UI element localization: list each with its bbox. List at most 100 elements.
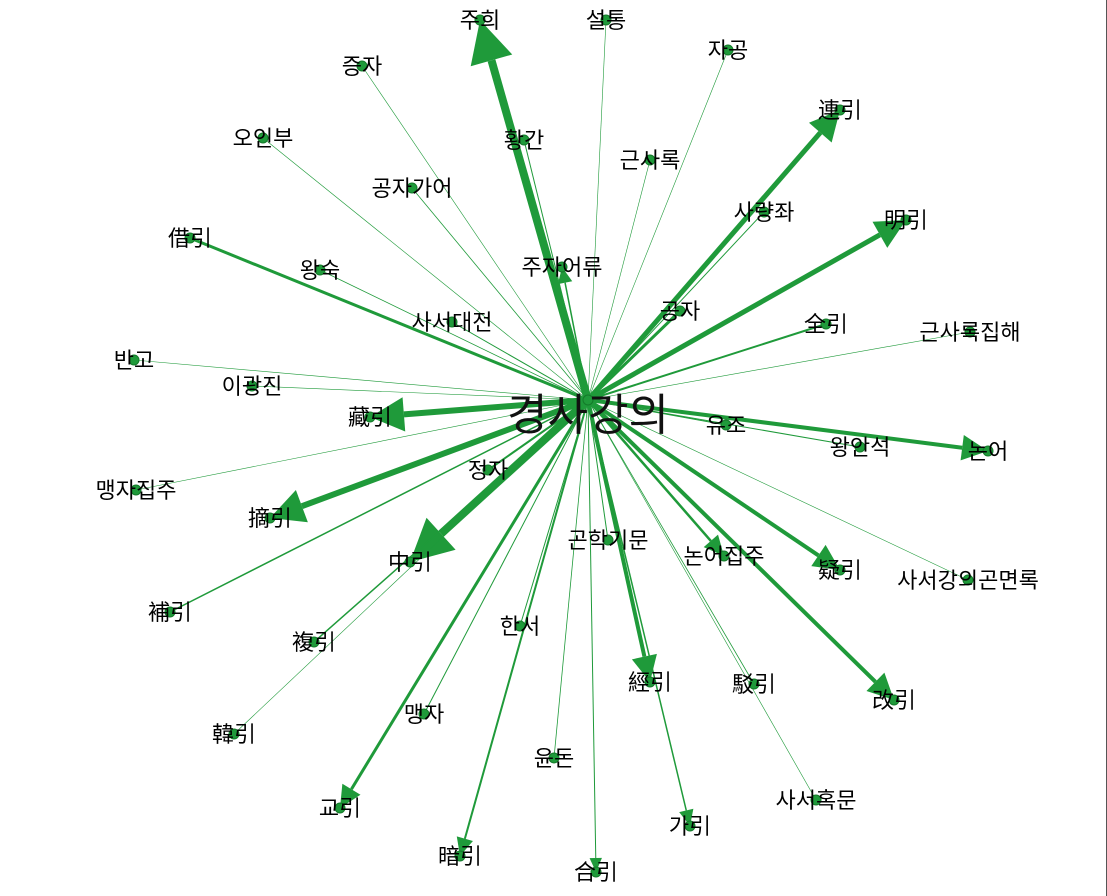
node-label-oinbu[interactable]: 오인부	[233, 127, 294, 152]
node-label-ga_in[interactable]: 가引	[669, 815, 711, 840]
edge-maengjajipju	[135, 399, 589, 491]
node-dot-gongja[interactable]	[674, 305, 686, 317]
node-dot-jang_in[interactable]	[364, 411, 376, 423]
node-dot-ga_in[interactable]	[684, 820, 696, 832]
node-label-myeong_in[interactable]: 明引	[884, 209, 928, 234]
node-label-jung_in[interactable]: 中引	[388, 551, 432, 576]
node-label-ui_in[interactable]: 疑引	[818, 559, 862, 584]
node-dot-jeon_in[interactable]	[820, 318, 832, 330]
node-dot-geunsarok[interactable]	[644, 154, 656, 166]
node-label-hwanggan[interactable]: 황간	[504, 129, 544, 154]
node-label-saseohongmun[interactable]: 사서혹문	[776, 789, 857, 814]
node-label-saryangjwa[interactable]: 사량좌	[734, 201, 795, 226]
node-dot-wangsuk[interactable]	[314, 264, 326, 276]
node-dot-bo_in[interactable]	[164, 606, 176, 618]
node-dot-bango[interactable]	[128, 354, 140, 366]
node-label-bak_in[interactable]: 駁引	[732, 673, 776, 698]
node-dot-oinbu[interactable]	[257, 132, 269, 144]
node-label-saseogangui[interactable]: 사서강의곤면록	[897, 569, 1039, 594]
node-dot-hanseo[interactable]	[514, 620, 526, 632]
node-dot-saryangjwa[interactable]	[758, 206, 770, 218]
node-label-noneo[interactable]: 논어	[968, 440, 1008, 465]
arrowhead-yeon_in	[808, 110, 840, 143]
node-dot-myeong_in[interactable]	[900, 214, 912, 226]
node-label-jeon_in[interactable]: 全引	[804, 313, 848, 338]
node-dot-hwanggan[interactable]	[518, 134, 530, 146]
node-dot-cha_in[interactable]	[184, 232, 196, 244]
node-dot-jeok_in[interactable]	[264, 512, 276, 524]
node-label-jeok_in[interactable]: 摘引	[248, 507, 292, 532]
node-dot-geunsarokjiphae[interactable]	[964, 326, 976, 338]
node-dot-maengjajipju[interactable]	[130, 484, 142, 496]
edge-saseodaejeon	[451, 321, 589, 401]
node-dot-yundon[interactable]	[548, 752, 560, 764]
node-dot-gae_in[interactable]	[888, 694, 900, 706]
node-label-gyo_in[interactable]: 교引	[319, 797, 361, 822]
node-dot-bak_in[interactable]	[748, 678, 760, 690]
node-label-noneojipju[interactable]: 논어집주	[684, 545, 765, 570]
node-label-maengja[interactable]: 맹자	[404, 703, 444, 728]
node-dot-noneo[interactable]	[982, 445, 994, 457]
edge-yeon_in	[586, 131, 823, 402]
node-dot-jung_in[interactable]	[404, 556, 416, 568]
node-label-yeon_in[interactable]: 連引	[818, 99, 862, 124]
node-label-hanseo[interactable]: 한서	[500, 615, 540, 640]
node-dot-ui_in[interactable]	[834, 564, 846, 576]
node-label-geunsarok[interactable]: 근사록	[620, 149, 681, 174]
node-label-han_in[interactable]: 韓引	[212, 723, 256, 748]
node-dot-saseohongmun[interactable]	[810, 794, 822, 806]
node-label-bango[interactable]: 반고	[114, 349, 154, 374]
edge-geunsarokjiphae	[587, 331, 971, 401]
node-label-juhui[interactable]: 주희	[460, 9, 500, 34]
node-label-igwangjin[interactable]: 이광진	[222, 375, 283, 400]
node-label-gongjagaeo[interactable]: 공자가어	[372, 177, 453, 202]
node-dot-gyo_in[interactable]	[334, 802, 346, 814]
node-dot-wanganseok[interactable]	[854, 441, 866, 453]
node-dot-seoltong[interactable]	[600, 14, 612, 26]
node-dot-center[interactable]	[582, 394, 594, 406]
node-dot-gongjagaeo[interactable]	[406, 182, 418, 194]
center-node-label[interactable]: 경사강의	[507, 390, 669, 441]
node-label-yujo[interactable]: 유조	[706, 414, 746, 439]
node-dot-yeon_in[interactable]	[834, 104, 846, 116]
node-label-gwanhakjimun[interactable]: 곤학기문	[568, 529, 649, 554]
node-dot-jagong[interactable]	[722, 44, 734, 56]
node-label-seoltong[interactable]: 설통	[586, 9, 626, 34]
node-label-jang_in[interactable]: 藏引	[348, 406, 392, 431]
node-dot-igwangjin[interactable]	[246, 380, 258, 392]
node-label-hap_in[interactable]: 合引	[574, 861, 618, 886]
node-dot-han_in[interactable]	[228, 728, 240, 740]
node-dot-juhui[interactable]	[474, 14, 486, 26]
node-label-saseodaejeon[interactable]: 사서대전	[412, 311, 493, 336]
node-dot-bok_in[interactable]	[308, 636, 320, 648]
node-label-gyeong_in[interactable]: 經引	[628, 671, 672, 696]
node-label-wanganseok[interactable]: 왕안석	[830, 436, 891, 461]
node-dot-saseogangui[interactable]	[962, 574, 974, 586]
node-label-bo_in[interactable]: 補引	[148, 601, 192, 626]
node-dot-hap_in[interactable]	[590, 866, 602, 878]
node-label-jujaeoryu[interactable]: 주자어류	[522, 256, 603, 281]
node-label-yundon[interactable]: 윤돈	[534, 747, 574, 772]
node-label-gongja[interactable]: 공자	[660, 300, 700, 325]
node-label-jeungja[interactable]: 증자	[342, 55, 382, 80]
node-dot-maengja[interactable]	[418, 708, 430, 720]
node-label-jeongja[interactable]: 정자	[468, 459, 508, 484]
node-label-maengjajipju[interactable]: 맹자집주	[96, 479, 177, 504]
node-label-geunsarokjiphae[interactable]: 근사록집해	[919, 321, 1020, 346]
arrowhead-noneo	[960, 435, 988, 461]
node-dot-gwanhakjimun[interactable]	[602, 534, 614, 546]
node-label-wangsuk[interactable]: 왕숙	[300, 259, 340, 284]
node-dot-am_in[interactable]	[454, 850, 466, 862]
node-label-gae_in[interactable]: 改引	[872, 689, 916, 714]
node-dot-saseodaejeon[interactable]	[446, 316, 458, 328]
node-dot-jeungja[interactable]	[356, 60, 368, 72]
node-label-jagong[interactable]: 자공	[708, 39, 748, 64]
node-label-am_in[interactable]: 暗引	[438, 845, 482, 870]
node-dot-yujo[interactable]	[720, 419, 732, 431]
node-dot-jeongja[interactable]	[482, 464, 494, 476]
node-dot-gyeong_in[interactable]	[644, 676, 656, 688]
node-dot-noneojipju[interactable]	[718, 550, 730, 562]
node-label-bok_in[interactable]: 複引	[292, 631, 336, 656]
node-label-cha_in[interactable]: 借引	[168, 227, 212, 252]
node-dot-jujaeoryu[interactable]	[556, 261, 568, 273]
